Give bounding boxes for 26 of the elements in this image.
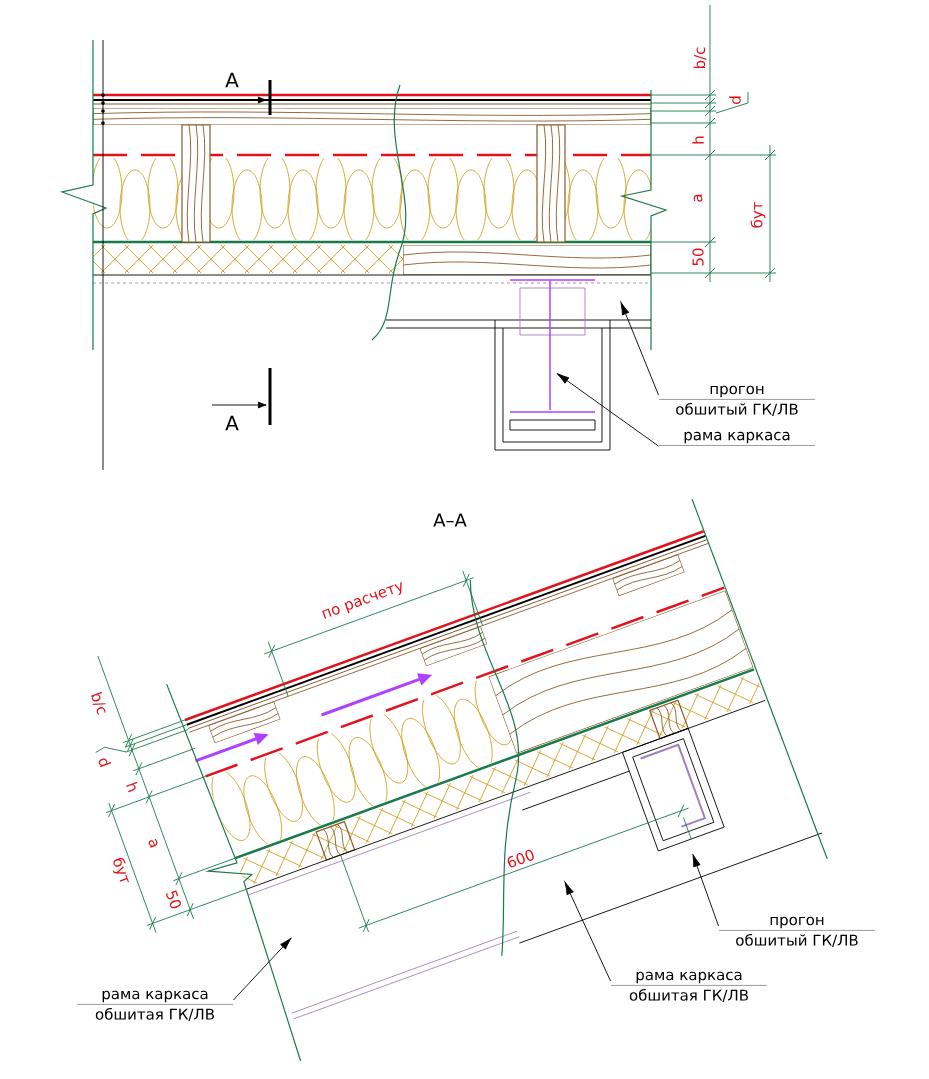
dimension-label: бут: [112, 858, 129, 883]
dimension-label: 50: [692, 248, 704, 266]
dimension-label: a: [148, 839, 158, 848]
leader-line: [620, 301, 659, 396]
leader-line: [564, 881, 611, 982]
callout-label: рама каркаса обшитая ГК/ЛВ: [76, 990, 234, 1021]
leader-line: [233, 937, 292, 1001]
dimension-label: b/c: [91, 691, 106, 715]
section-letter: А: [225, 415, 239, 431]
callout-label: рама каркаса: [658, 431, 816, 446]
dimension-label: b/c: [693, 47, 707, 69]
dimension-label: d: [729, 96, 741, 104]
callout-label: рама каркаса обшитая ГК/ЛВ: [610, 971, 768, 1002]
leader-line: [692, 853, 719, 927]
dimension-label: d: [98, 758, 112, 768]
section-title: А–А: [433, 513, 467, 527]
dimension-label: h: [126, 781, 138, 793]
section-letter: А: [225, 72, 239, 88]
dimension-label: h: [692, 136, 704, 144]
callout-label: прогон обшитый ГК/ЛВ: [718, 916, 876, 947]
dimension-label: 600: [507, 849, 534, 868]
dimension-label: a: [693, 194, 703, 202]
dimension-label: бут: [750, 202, 766, 228]
dimension-label: 50: [166, 890, 181, 909]
leader-line: [556, 373, 659, 447]
callout-label: прогон обшитый ГК/ЛВ: [658, 385, 816, 416]
